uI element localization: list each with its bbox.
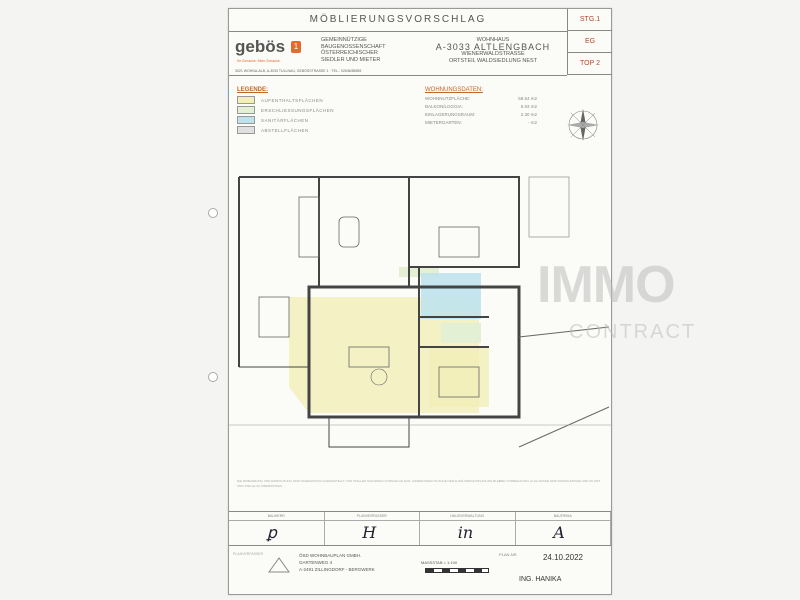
page-title: MÖBLIERUNGSVORSCHLAG [229, 9, 567, 32]
notes-text: DIE MÖBLIERUNG UND EINRICHTUNG SIND SCHE… [237, 479, 601, 488]
legend-title: LEGENDE: [237, 87, 269, 93]
company-line: BAUGENOSSENSCHAFT [321, 43, 386, 50]
meta-column: STG.1 EG TOP 2 [567, 9, 612, 75]
floor-plan-sheet: MÖBLIERUNGSVORSCHLAG STG.1 EG TOP 2 gebö… [228, 8, 694, 595]
company-row: gebös 1 Ihr Zuhause. Mein Zuhause. GEMEI… [229, 31, 567, 76]
watermark-sub: CONTRACT [569, 321, 697, 343]
building-label: WOHNHAUS [476, 37, 510, 43]
apartment-data-row: WOHNNUTZFLÄCHE:58.54 m2 [425, 96, 537, 101]
signature-headers: BAUHERR PLANVERFASSER HAUSVERWALTUNG BAU… [229, 512, 611, 521]
signature-cell: A [516, 521, 611, 545]
top-label: TOP 2 [568, 53, 612, 75]
legend-item: ABSTELLFLÄCHEN [237, 126, 397, 134]
planner-line: GARTENWEG 4 [299, 560, 333, 565]
building-info: WOHNHAUS A-3033 ALTLENGBACH WIENERWALDST… [421, 37, 565, 65]
stiege-label: STG.1 [568, 9, 612, 31]
signature-cell: in [420, 521, 516, 545]
building-district: ORTSTEIL WALDSIEDLUNG NEST [448, 58, 538, 64]
footer: PLANVERFASSER ÖSD WOHNBAUPLAN GMBH. GART… [229, 546, 611, 595]
company-description: GEMEINNÜTZIGE BAUGENOSSENSCHAFT ÖSTERREI… [321, 37, 385, 63]
scale-bar [425, 568, 489, 573]
planner-info: ÖSD WOHNBAUPLAN GMBH. GARTENWEG 4 A-2491… [299, 552, 375, 573]
planner-logo-icon [268, 557, 290, 573]
binder-hole-top [208, 208, 218, 218]
legend-label: ABSTELLFLÄCHEN [261, 127, 309, 133]
planner-line: A-2491 ZILLINGDORF - BERGWERK [299, 567, 375, 572]
apartment-data-row: EINLAGERUNGSRAUM:2.30 m2 [425, 112, 537, 117]
binder-hole-bottom [208, 372, 218, 382]
apartment-data-row: BALKON/LOGGIA:5.93 m2 [425, 104, 537, 109]
plan-number-label: PLAN-NR. [499, 552, 518, 557]
company-line: GEMEINNÜTZIGE [321, 37, 367, 43]
north-arrow-icon [567, 109, 599, 141]
signature-header: BAUFIRMA [516, 512, 611, 520]
signature-cell: H [325, 521, 420, 545]
company-line: SIEDLER UND MIETER [321, 56, 381, 63]
legend-label: AUFENTHALTSFLÄCHEN [261, 97, 324, 103]
legend-label: SANITÄRFLÄCHEN [261, 117, 309, 123]
scale-label: MASSSTAB = 1:100 [421, 560, 458, 565]
legend-item: ERSCHLIESSUNGSFLÄCHEN [237, 106, 397, 114]
company-line: ÖSTERREICHISCHER [321, 50, 378, 56]
planner-line: ÖSD WOHNBAUPLAN GMBH. [299, 553, 362, 558]
building-street: WIENERWALDSTRASSE [461, 51, 525, 57]
apartment-data-row: MIETERGARTEN:- m2 [425, 120, 537, 125]
floor-label: EG [568, 31, 612, 53]
legend-label: ERSCHLIESSUNGSFLÄCHEN [261, 107, 335, 113]
watermark-main: IMMO [537, 256, 676, 314]
apartment-data-title: WOHNUNGSDATEN: [425, 87, 483, 93]
planner-label: PLANVERFASSER [233, 552, 264, 556]
signature-row: ꝑ H in A [229, 521, 611, 546]
signature-table: BAUHERR PLANVERFASSER HAUSVERWALTUNG BAU… [229, 511, 611, 595]
building-address: A-3033 ALTLENGBACH [435, 42, 551, 52]
legend-item: SANITÄRFLÄCHEN [237, 116, 397, 124]
company-tagline: Ihr Zuhause. Mein Zuhause. [237, 59, 281, 63]
signature-header: PLANVERFASSER [325, 512, 420, 520]
company-logo: gebös [235, 37, 286, 56]
legend-item: AUFENTHALTSFLÄCHEN [237, 96, 397, 104]
logo-badge-icon: 1 [291, 41, 301, 53]
signature-header: HAUSVERWALTUNG [420, 512, 516, 520]
signature-cell: ꝑ [229, 521, 325, 545]
apartment-data: WOHNUNGSDATEN: WOHNNUTZFLÄCHE:58.54 m2 B… [425, 87, 537, 128]
floor-plan [229, 176, 611, 448]
legend: LEGENDE: AUFENTHALTSFLÄCHEN ERSCHLIESSUN… [237, 87, 397, 136]
engineer-name: ING. HANIKA [519, 576, 562, 583]
date-value: 24.10.2022 [542, 553, 584, 562]
signature-header: BAUHERR [229, 512, 325, 520]
company-address: 3021 WOHNA-ALB, A-3033 TULLNAU, GEBÖSSTR… [235, 69, 362, 73]
